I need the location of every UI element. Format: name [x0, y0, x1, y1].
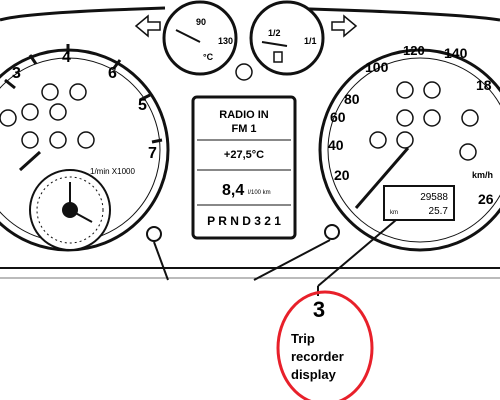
speed-tick: 80: [344, 91, 360, 107]
tach-warning-light: [77, 131, 95, 149]
temp-unit: °C: [203, 52, 214, 62]
speed-warning-light: [396, 81, 414, 99]
clock-dial: [29, 169, 111, 251]
display-consumption: 8,4: [222, 182, 244, 199]
leader-line-center: [253, 239, 331, 281]
speed-warning-light: [369, 131, 387, 149]
glow-plug-icon: [235, 63, 253, 81]
tach-tick-7: 7: [148, 145, 157, 162]
speed-tick: 26: [478, 191, 494, 207]
callout-number: 3: [312, 297, 326, 322]
speed-warning-light: [396, 131, 414, 149]
cluster-housing: [0, 6, 500, 22]
tach-tick-3: 3: [12, 65, 21, 82]
callout-label: Trip recorder display: [291, 330, 381, 384]
left-turn-arrow-icon: [134, 14, 161, 38]
fuel-tick-full: 1/1: [304, 36, 317, 46]
fuel-needle: [261, 41, 288, 47]
callout-ellipse: [276, 290, 374, 400]
tach-needle: [18, 150, 42, 172]
right-turn-arrow-icon: [331, 14, 358, 38]
right-reset-knob: [324, 224, 340, 240]
tach-warning-light: [21, 131, 39, 149]
callout-label-line-3: display: [291, 367, 336, 382]
speed-warning-light: [396, 109, 414, 127]
fuel-tick-half: 1/2: [268, 28, 281, 38]
tach-warning-light: [49, 131, 67, 149]
fuel-gauge: 1/2 1/1: [249, 0, 325, 76]
tach-warning-light: [0, 109, 17, 127]
speed-warning-light: [461, 109, 479, 127]
callout-label-line-2: recorder: [291, 349, 344, 364]
tach-warning-light: [49, 103, 67, 121]
center-display: RADIO IN FM 1 +27,5°C 8,4 l/100 km P R N…: [191, 95, 297, 240]
speed-tick: 100: [365, 59, 389, 75]
speed-tick: 60: [330, 109, 346, 125]
tach-tick-4: 4: [62, 49, 71, 66]
tach-tick-5: 5: [138, 97, 147, 114]
trip-recorder-line1: 29588: [420, 192, 448, 203]
speed-warning-light: [423, 81, 441, 99]
tach-unit-label: 1/min X1000: [90, 167, 135, 176]
temperature-gauge: 90 130 °C: [162, 0, 238, 76]
speed-tick: 140: [444, 45, 468, 61]
display-line-radio: RADIO IN: [219, 109, 269, 121]
speed-tick: 40: [328, 137, 344, 153]
tach-warning-light: [41, 83, 59, 101]
trip-recorder-line2-left: km: [390, 210, 398, 216]
temp-tick-130: 130: [218, 36, 233, 46]
speed-tick: 120: [403, 43, 425, 58]
display-temperature: +27,5°C: [224, 149, 264, 161]
leader-line-left: [153, 241, 169, 281]
speed-tick: 18: [476, 77, 492, 93]
trip-recorder-line2-right: 25.7: [429, 206, 449, 217]
display-consumption-unit: l/100 km: [248, 190, 271, 196]
temp-needle: [175, 29, 201, 43]
display-gear-indicator: P R N D 3 2 1: [207, 214, 281, 228]
tach-tick-6: 6: [108, 65, 117, 82]
tach-warning-light: [21, 103, 39, 121]
tach-warning-light: [69, 83, 87, 101]
trip-recorder-screen: 29588 km 25.7: [383, 185, 455, 221]
speed-tick: 20: [334, 167, 350, 183]
leader-line-trip: [317, 219, 397, 287]
speed-warning-light: [459, 143, 477, 161]
speed-needle: [354, 147, 410, 209]
display-line-band: FM 1: [231, 123, 256, 135]
speed-warning-light: [423, 109, 441, 127]
fuel-pump-icon: [273, 51, 283, 63]
callout-label-line-1: Trip: [291, 331, 315, 346]
left-reset-knob: [146, 226, 162, 242]
speed-unit: km/h: [472, 170, 493, 180]
temp-tick-90: 90: [196, 17, 206, 27]
speedometer: 100 120 140 18 80 60 40 20 26 km/h: [318, 43, 500, 252]
